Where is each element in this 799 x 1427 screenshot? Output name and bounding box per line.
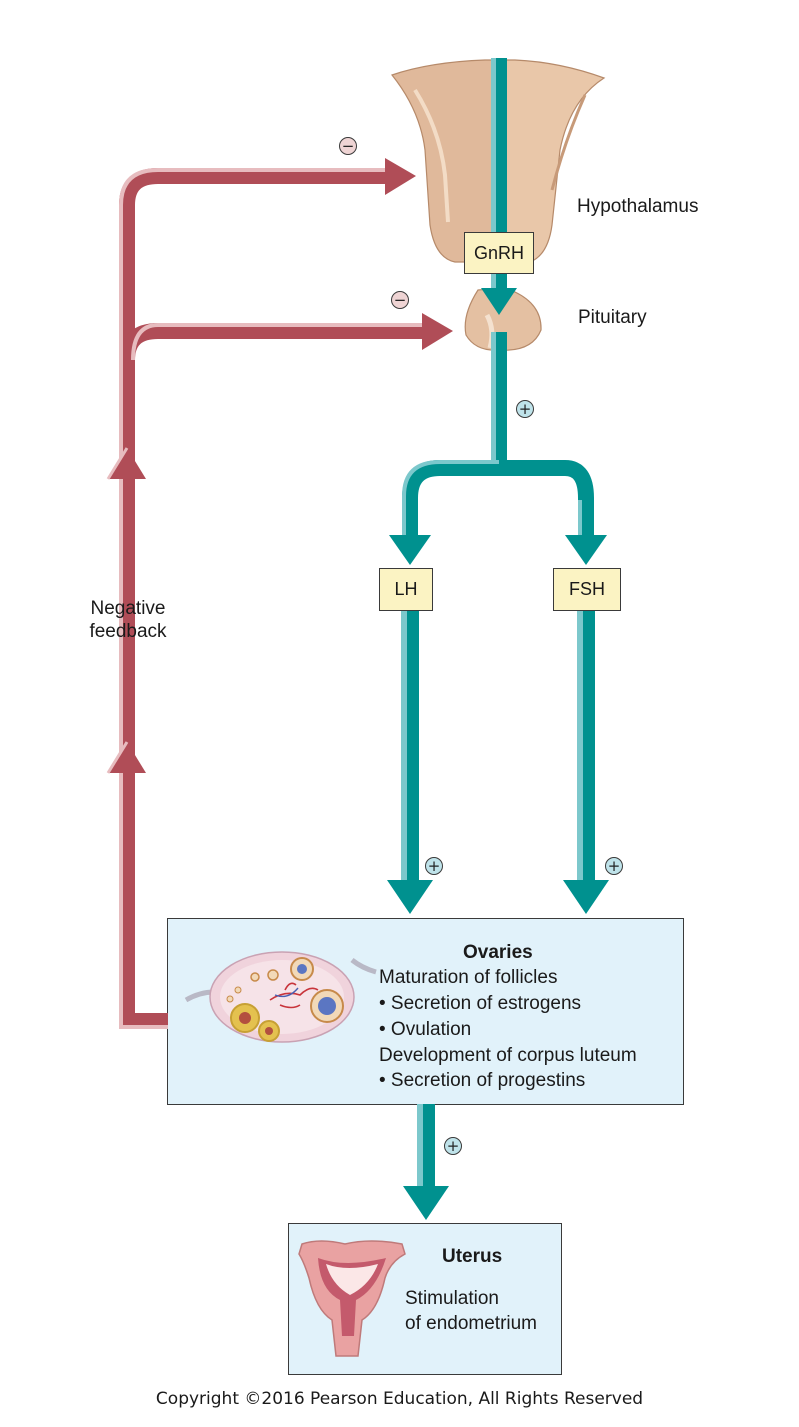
lh-fsh-branch: [389, 460, 607, 565]
ovaries-line-3: • Ovulation: [379, 1019, 472, 1040]
negative-feedback-line-2: feedback: [89, 620, 167, 642]
uterus-illustration: [298, 1240, 406, 1357]
ovaries-line-4: Development of corpus luteum: [379, 1045, 637, 1066]
stimulation-sign-ovaries: +: [444, 1137, 462, 1155]
uterus-line-2: of endometrium: [405, 1313, 538, 1334]
lh-box: LH: [379, 568, 433, 611]
ovary-illustration: [184, 951, 377, 1043]
ovaries-to-uterus-arrow: [403, 1104, 449, 1220]
hypothalamus-label: Hypothalamus: [577, 196, 699, 217]
inhibition-sign-hypothalamus: −: [339, 137, 357, 155]
stimulation-sign-pituitary: +: [516, 400, 534, 418]
ovaries-line-1: Maturation of follicles: [379, 967, 558, 988]
hypothalamus-illustration: [390, 59, 606, 263]
fsh-to-ovaries-arrow: [563, 610, 609, 914]
fsh-box: FSH: [553, 568, 621, 611]
ovaries-line-5: • Secretion of progestins: [379, 1070, 586, 1091]
ovaries-line-2: • Secretion of estrogens: [379, 993, 582, 1014]
negative-feedback-line-1: Negative: [90, 598, 166, 619]
negative-feedback-arrow: [106, 158, 453, 1029]
lh-to-ovaries-arrow: [387, 610, 433, 914]
stimulation-sign-fsh: +: [605, 857, 623, 875]
inhibition-sign-pituitary: −: [391, 291, 409, 309]
uterus-title: Uterus: [442, 1246, 503, 1267]
negative-feedback-label: Negative feedback: [84, 598, 172, 644]
gnrh-box: GnRH: [464, 232, 534, 274]
stimulation-sign-lh: +: [425, 857, 443, 875]
pituitary-label: Pituitary: [578, 307, 647, 328]
uterus-line-1: Stimulation: [405, 1288, 499, 1309]
pituitary-to-branch-arrow: [491, 332, 507, 464]
copyright-notice: Copyright ©2016 Pearson Education, All R…: [155, 1389, 644, 1409]
ovaries-title: Ovaries: [463, 942, 533, 963]
